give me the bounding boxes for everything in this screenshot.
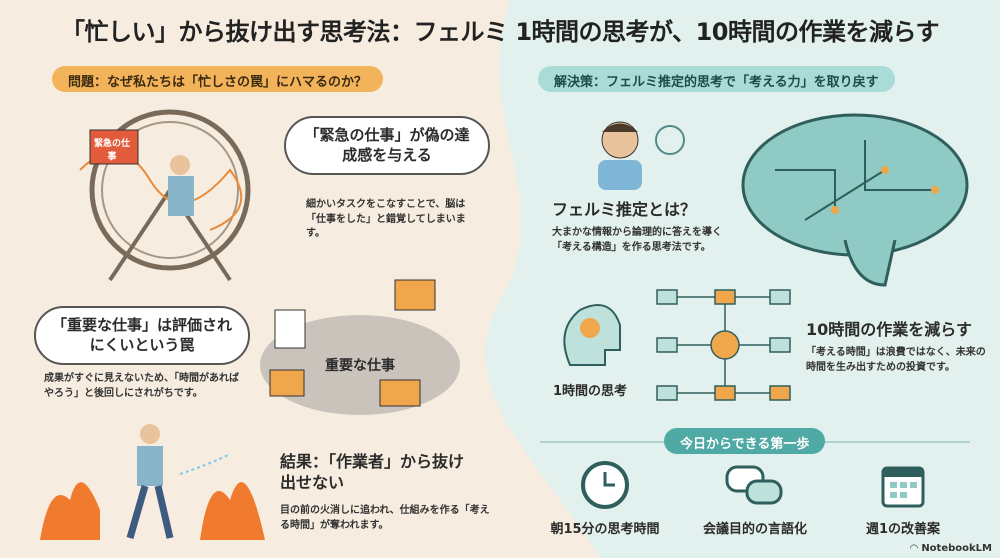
process-diagram: [656, 289, 791, 401]
one-hour-thinking-label: 1時間の思考: [552, 384, 628, 399]
thinking-person-illustration: [598, 121, 685, 190]
document-pile-illustration: [260, 279, 460, 415]
problem-section-title: 問題：なぜ私たちは「忙しさの罠」にハマるのか？: [52, 66, 384, 92]
first-step-item-meeting: 会議目的の言語化: [702, 522, 807, 537]
important-work-heading: 「重要な仕事」は評価されにくいという罠: [34, 306, 250, 365]
solution-section-title: 解決策：フェルミ推定的思考で「考える力」を取り戻す: [538, 66, 895, 92]
head-gears-icon: [563, 304, 621, 366]
clock-icon: [581, 461, 629, 509]
urgent-work-text: 細かいタスクをこなすことで、脳は「仕事をした」と錯覚してしまいます。: [306, 199, 466, 239]
first-step-item-weekly: 週1の改善案: [865, 522, 941, 537]
important-work-text: 成果がすぐに見えないため、「時間があればやろう」と後回しにされがちです。: [44, 373, 239, 399]
chat-icon: [725, 465, 783, 505]
reduce-work-text: 「考える時間」は浪費ではなく、未来の時間を生み出すための投資です。: [806, 347, 986, 373]
fermi-heading: フェルミ推定とは？: [552, 200, 697, 219]
firefighting-illustration: [40, 424, 265, 540]
hamster-wheel-illustration: [79, 109, 251, 282]
reduce-work-heading: 10時間の作業を減らす: [806, 320, 972, 339]
result-text: 目の前の火消しに追われ、仕組みを作る「考える時間」が奪われます。: [280, 505, 490, 531]
urgent-work-heading: 「緊急の仕事」が偽の達成感を与える: [284, 116, 490, 175]
notebooklm-logo-icon: ◠: [910, 543, 922, 554]
calendar-icon: [881, 466, 925, 508]
first-step-item-morning: 朝15分の思考時間: [550, 522, 660, 537]
brand-label: NotebookLM: [921, 543, 992, 554]
important-work-pile-label: 重要な仕事: [325, 358, 395, 374]
brain-circuit-illustration: [741, 113, 969, 287]
result-heading: 結果：「作業者」から抜け出せない: [280, 452, 465, 492]
first-step-title: 今日からできる第一歩: [664, 428, 826, 454]
notebooklm-brand: ◠ NotebookLM: [910, 543, 992, 554]
urgent-work-sign: 緊急の仕事: [93, 139, 130, 162]
page-title: 「忙しい」から抜け出す思考法：フェルミ 1時間の思考が、10時間の作業を減らす: [61, 18, 940, 46]
fermi-text: 大まかな情報から論理的に答えを導く「考える構造」を作る思考法です。: [552, 227, 722, 253]
